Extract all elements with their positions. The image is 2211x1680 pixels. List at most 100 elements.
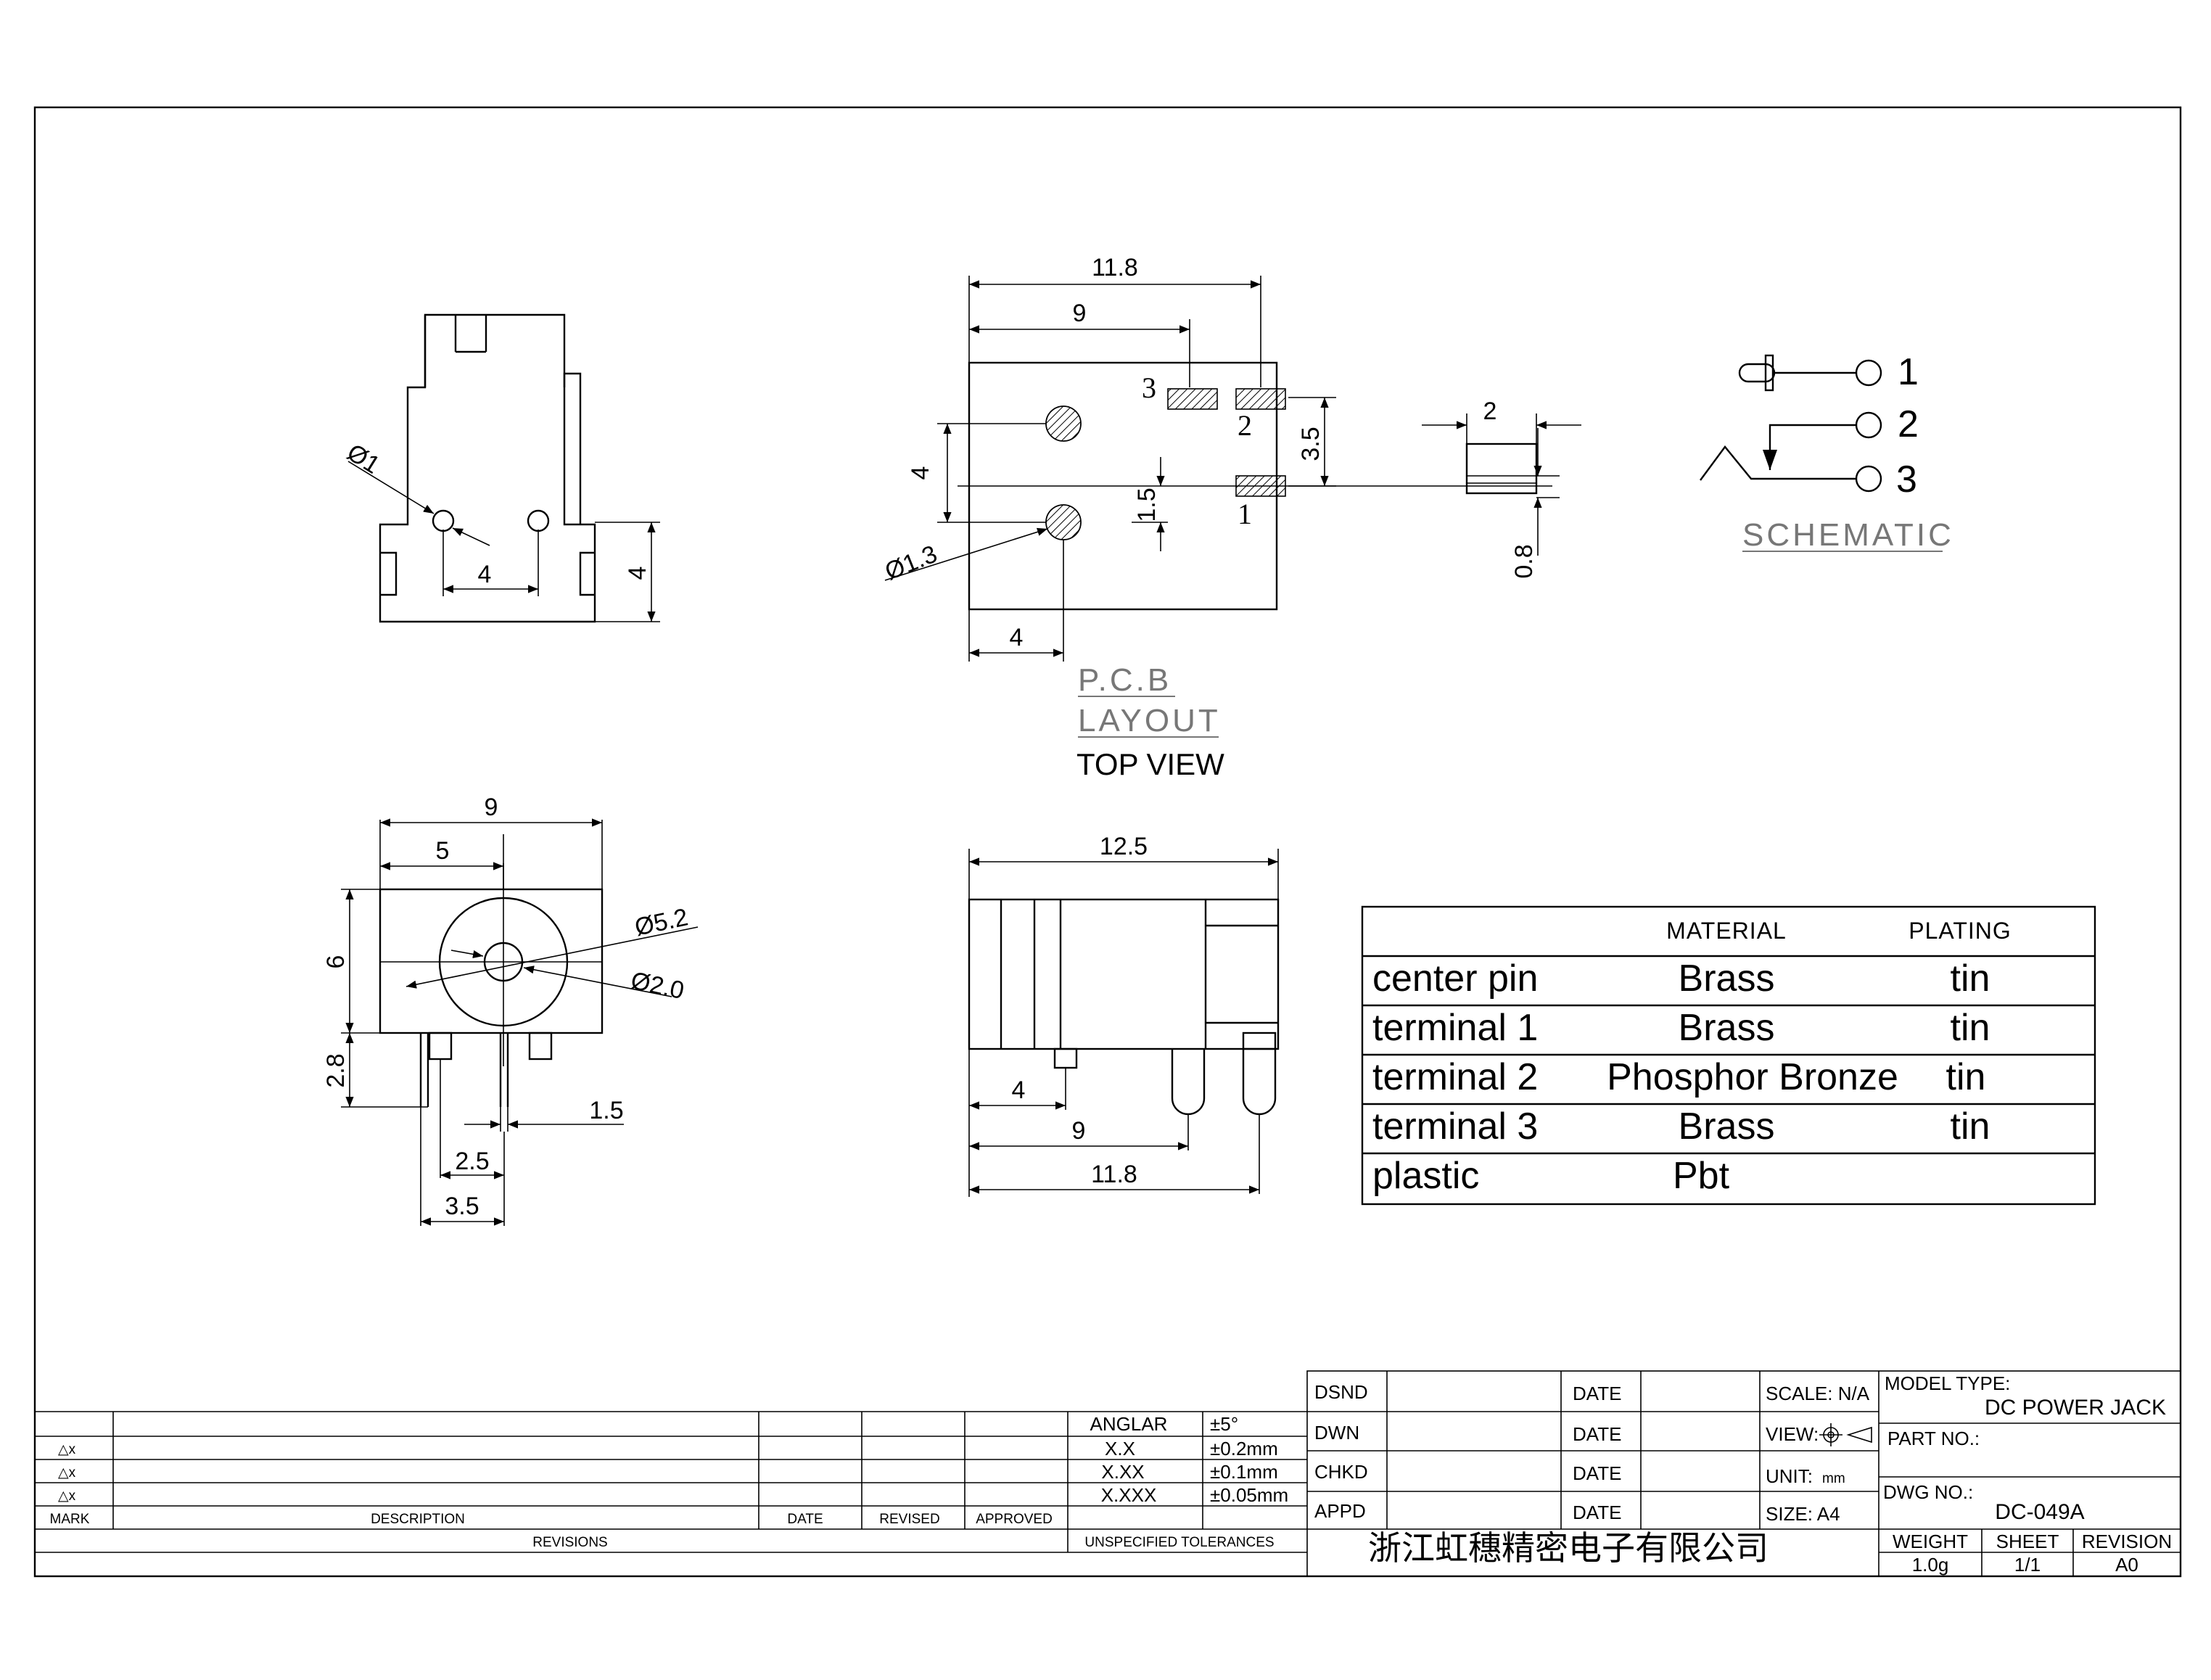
date-label-2: DATE <box>1573 1423 1621 1445</box>
front-outer-dia-dim: Ø5.2 <box>633 903 691 941</box>
tol-value-2: ±0.2mm <box>1210 1438 1278 1459</box>
pad-height-dim: 0.8 <box>1510 544 1538 578</box>
pcb-title-line-2: LAYOUT <box>1078 703 1221 738</box>
tol-label-1: ANGLAR <box>1090 1413 1168 1435</box>
pcb-overall-dim: 11.8 <box>1092 254 1138 281</box>
tolerances-footer: UNSPECIFIED TOLERANCES <box>1084 1535 1274 1550</box>
rev-header-description: DESCRIPTION <box>371 1512 465 1527</box>
bottom-side-view: 12.5 4 9 11.8 <box>968 833 1280 1197</box>
role-chkd: CHKD <box>1314 1461 1368 1483</box>
row-2-material: Brass <box>1679 1007 1775 1049</box>
front-center-dim: 5 <box>436 837 450 865</box>
row-2-part: terminal 1 <box>1372 1007 1538 1049</box>
schematic: 1 2 3 SCHEMATIC <box>1700 351 1954 553</box>
pcb-subtitle: TOP VIEW <box>1076 747 1224 781</box>
schematic-label: SCHEMATIC <box>1742 517 1954 553</box>
sheet-label: SHEET <box>1996 1531 2059 1552</box>
row-1-plating: tin <box>1951 958 1990 1000</box>
schematic-pin-3: 3 <box>1896 458 1917 501</box>
dwg-no-label: DWG NO.: <box>1883 1481 1973 1503</box>
front-view: 9 5 6 2.8 Ø5.2 Ø2.0 1.5 2.5 3.5 <box>322 794 699 1226</box>
sheet-value: 1/1 <box>2014 1554 2041 1576</box>
model-type-label: MODEL TYPE: <box>1885 1372 2010 1394</box>
date-label-3: DATE <box>1573 1462 1621 1484</box>
pad-detail-view: 2 0.8 <box>1422 398 1581 579</box>
role-dwn: DWN <box>1314 1422 1359 1444</box>
row-3-part: terminal 2 <box>1372 1056 1538 1098</box>
rev-mark-3: △x <box>58 1488 76 1504</box>
front-pin-b-dim: 3.5 <box>445 1193 479 1220</box>
row-5-part: plastic <box>1372 1155 1479 1197</box>
date-label-4: DATE <box>1573 1502 1621 1523</box>
side-height: 4 <box>624 567 651 580</box>
projection-icon <box>1819 1423 1872 1446</box>
schematic-pin-1: 1 <box>1898 351 1919 393</box>
tol-value-3: ±0.1mm <box>1210 1461 1278 1483</box>
row-3-plating: tin <box>1946 1056 1986 1098</box>
size-field: SIZE: A4 <box>1766 1503 1840 1525</box>
pcb-hole-spacing-dim: 4 <box>907 466 934 480</box>
rev-header-mark: MARK <box>50 1512 90 1527</box>
front-inner-dia-dim: Ø2.0 <box>628 967 686 1005</box>
tol-label-2: X.X <box>1105 1438 1135 1459</box>
row-4-plating: tin <box>1951 1105 1990 1148</box>
weight-label: WEIGHT <box>1893 1531 1968 1552</box>
front-pin-width-dim: 1.5 <box>589 1097 623 1124</box>
pcb-offset-dim: 1.5 <box>1133 487 1161 522</box>
pcb-title-line-1: P.C.B <box>1078 662 1172 698</box>
pad-1-label: 1 <box>1238 498 1252 530</box>
row-2-plating: tin <box>1951 1007 1990 1049</box>
revisions-footer: REVISIONS <box>532 1535 607 1550</box>
pcb-pad-spacing-dim: 3.5 <box>1297 427 1325 461</box>
sheet-border <box>33 106 2182 1578</box>
schematic-pin-2: 2 <box>1898 403 1919 445</box>
revision-label: REVISION <box>2082 1531 2172 1552</box>
row-3-material: Phosphor Bronze <box>1607 1056 1898 1098</box>
tol-value-4: ±0.05mm <box>1210 1484 1288 1506</box>
row-4-material: Brass <box>1679 1105 1775 1148</box>
pad-2-label: 2 <box>1238 409 1252 442</box>
pad-3-label: 3 <box>1142 371 1156 404</box>
pcb-layout-view: 11.8 9 3 2 1 3.5 4 1.5 Ø1.3 4 P.C.B LAYO… <box>881 254 1552 781</box>
pad-3 <box>1167 388 1218 410</box>
tol-label-4: X.XXX <box>1101 1484 1157 1506</box>
hole-upper <box>1045 405 1082 442</box>
revision-value: A0 <box>2115 1554 2138 1576</box>
part-no-label: PART NO.: <box>1887 1428 1980 1449</box>
pad-width-dim: 2 <box>1483 398 1497 425</box>
weight-value: 1.0g <box>1912 1554 1949 1576</box>
rev-header-date: DATE <box>787 1512 823 1527</box>
tol-value-1: ±5° <box>1210 1413 1238 1435</box>
material-header: MATERIAL <box>1666 918 1787 944</box>
rev-header-approved: APPROVED <box>976 1512 1053 1527</box>
hole-lower <box>1045 504 1082 540</box>
rev-mark-2: △x <box>58 1465 76 1481</box>
row-4-part: terminal 3 <box>1372 1105 1538 1148</box>
tol-label-3: X.XX <box>1101 1461 1144 1483</box>
plating-header: PLATING <box>1909 918 2012 944</box>
bottom-length-dim: 12.5 <box>1100 833 1148 860</box>
side-view: 4 Ø1 4 <box>342 313 660 623</box>
pcb-left-offset-dim: 4 <box>1010 624 1024 651</box>
unit-label: UNIT: <box>1766 1465 1813 1487</box>
view-field: VIEW: <box>1766 1423 1819 1445</box>
scale-field: SCALE: N/A <box>1766 1383 1870 1404</box>
pad-2 <box>1235 388 1286 410</box>
dwg-no-value: DC-049A <box>1995 1500 2084 1524</box>
front-pin-a-dim: 2.5 <box>455 1148 489 1175</box>
side-hole-dia: Ø1 <box>342 439 385 479</box>
bottom-118-dim: 11.8 <box>1091 1161 1137 1188</box>
company-name: 浙江虹穗精密电子有限公司 <box>1368 1529 1769 1567</box>
rev-header-revised: REVISED <box>879 1512 939 1527</box>
rev-mark-1: △x <box>58 1442 76 1457</box>
row-1-material: Brass <box>1679 958 1775 1000</box>
model-type-value: DC POWER JACK <box>1985 1396 2166 1420</box>
unit-value: mm <box>1822 1471 1845 1486</box>
materials-table: MATERIAL PLATING center pin Brass tin te… <box>1361 905 2096 1206</box>
front-width-dim: 9 <box>485 794 498 821</box>
pcb-hole-dia-dim: Ø1.3 <box>881 540 942 586</box>
front-height-dim: 6 <box>322 955 350 969</box>
role-appd: APPD <box>1314 1500 1366 1522</box>
row-1-part: center pin <box>1372 958 1538 1000</box>
